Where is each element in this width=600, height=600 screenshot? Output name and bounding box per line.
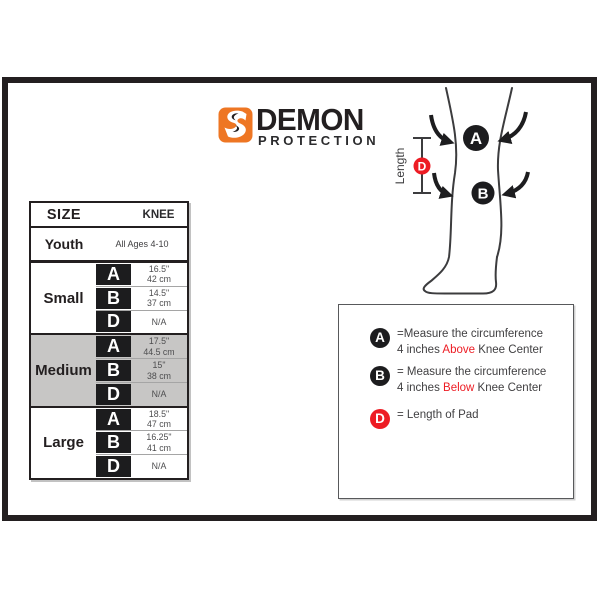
value-na: N/A	[151, 389, 167, 400]
youth-label: Youth	[44, 236, 84, 252]
legend-item-b: B = Measure the circumference 4 inches B…	[370, 365, 546, 396]
value-cm: 42 cm	[147, 274, 171, 285]
legend-d-text: = Length of Pad	[397, 408, 479, 424]
letter-badge-d: D	[96, 456, 131, 478]
size-section-small: Small A 16.5" 42 cm B 14.5" 37 cm	[31, 263, 187, 333]
size-chart-table: SIZE KNEE Youth All Ages 4-10 Small A 16…	[29, 201, 189, 480]
brand-subtitle: PROTECTION	[258, 133, 380, 148]
above-highlight: Above	[442, 343, 476, 356]
size-section-medium: Medium A 17.5" 44.5 cm B 15" 38 cm	[31, 333, 187, 406]
letter-badge-d: D	[96, 311, 131, 333]
legend-a-line2: 4 inches Above Knee Center	[397, 343, 543, 356]
letter-badge-b: B	[96, 287, 131, 309]
youth-row: Youth All Ages 4-10	[31, 228, 187, 263]
legend-b-line1: = Measure the circumference	[397, 366, 547, 378]
measurement-row-a: A 17.5" 44.5 cm	[96, 335, 187, 358]
size-column-header: SIZE	[46, 206, 82, 223]
measurement-rows: A 16.5" 42 cm B 14.5" 37 cm D	[96, 263, 187, 333]
size-section-large: Large A 18.5" 47 cm B 16.25" 41 cm	[31, 405, 187, 478]
value-inches: 15"	[152, 360, 166, 370]
length-label: Length	[393, 148, 407, 185]
marker-b-badge: B	[471, 181, 495, 205]
legend-item-a: A =Measure the circumference 4 inches Ab…	[370, 327, 543, 358]
arrow-a-left-icon	[429, 114, 455, 146]
measurement-legend-box: A =Measure the circumference 4 inches Ab…	[338, 304, 574, 499]
letter-badge-b: B	[96, 432, 131, 454]
value-inches: 16.5"	[148, 263, 170, 274]
value-na: N/A	[151, 461, 167, 472]
youth-value: All Ages 4-10	[115, 239, 169, 249]
arrow-b-left-icon	[432, 172, 454, 199]
value-cm: 47 cm	[147, 419, 171, 430]
measurement-row-b: B 16.25" 41 cm	[96, 430, 187, 454]
measurement-rows: A 17.5" 44.5 cm B 15" 38 cm D	[96, 335, 187, 405]
letter-badge-a: A	[96, 408, 131, 430]
arrow-b-right-icon	[501, 171, 530, 199]
marker-a-badge: A	[463, 125, 489, 151]
measurement-rows: A 18.5" 47 cm B 16.25" 41 cm D	[96, 408, 187, 478]
measurement-value: 15" 38 cm	[131, 360, 187, 381]
letter-badge-d: D	[96, 383, 131, 405]
knee-column-header: KNEE	[142, 208, 175, 221]
value-cm: 41 cm	[147, 442, 171, 453]
letter-badge-a: A	[96, 336, 131, 358]
measurement-value: 17.5" 44.5 cm	[131, 336, 187, 357]
measurement-row-a: A 16.5" 42 cm	[96, 263, 187, 286]
measurement-value: N/A	[131, 317, 187, 328]
legend-b-text: = Measure the circumference 4 inches Bel…	[397, 365, 546, 396]
legend-a-text: =Measure the circumference 4 inches Abov…	[397, 327, 543, 358]
value-cm: 37 cm	[147, 298, 171, 309]
leg-measurement-diagram: Length A B D	[393, 87, 530, 295]
legend-a-badge: A	[370, 328, 390, 348]
legend-d-line1: = Length of Pad	[397, 409, 479, 421]
measurement-value: N/A	[131, 461, 187, 472]
svg-text:D: D	[418, 160, 427, 174]
brand-name: DEMON	[256, 103, 364, 137]
measurement-row-a: A 18.5" 47 cm	[96, 408, 187, 431]
legend-item-d: D = Length of Pad	[370, 408, 479, 429]
value-na: N/A	[151, 316, 167, 327]
svg-text:A: A	[470, 129, 482, 148]
size-label: Small	[43, 289, 84, 307]
legend-b-badge: B	[370, 366, 390, 386]
value-cm: 38 cm	[147, 370, 171, 381]
measurement-row-d: D N/A	[96, 454, 187, 478]
letter-badge-b: B	[96, 360, 131, 381]
legend-a-line1: =Measure the circumference	[397, 328, 544, 340]
measurement-value: 14.5" 37 cm	[131, 288, 187, 309]
measurement-row-b: B 15" 38 cm	[96, 358, 187, 382]
table-header-row: SIZE KNEE	[31, 203, 187, 228]
arrow-a-right-icon	[497, 111, 528, 144]
leg-outline	[422, 87, 513, 295]
legend-b-line2: 4 inches Below Knee Center	[397, 381, 543, 394]
size-label: Large	[43, 434, 84, 452]
measurement-value: 16.25" 41 cm	[131, 432, 187, 453]
legend-d-badge: D	[370, 409, 390, 429]
value-inches: 16.25"	[146, 432, 172, 443]
size-label: Medium	[35, 361, 92, 379]
measurement-value: N/A	[131, 389, 187, 400]
letter-badge-a: A	[96, 263, 131, 285]
demon-head-icon	[218, 107, 253, 143]
measurement-value: 18.5" 47 cm	[131, 409, 187, 430]
below-highlight: Below	[443, 381, 475, 394]
measurement-row-d: D N/A	[96, 309, 187, 334]
value-inches: 14.5"	[148, 287, 170, 298]
measurement-value: 16.5" 42 cm	[131, 264, 187, 285]
measurement-row-b: B 14.5" 37 cm	[96, 285, 187, 310]
value-inches: 18.5"	[148, 408, 170, 419]
svg-text:B: B	[478, 186, 489, 203]
value-inches: 17.5"	[148, 336, 170, 347]
marker-d-badge: D	[413, 157, 431, 175]
circumference-arrow-icons	[429, 111, 530, 199]
measurement-row-d: D N/A	[96, 381, 187, 406]
value-cm: 44.5 cm	[143, 346, 175, 357]
